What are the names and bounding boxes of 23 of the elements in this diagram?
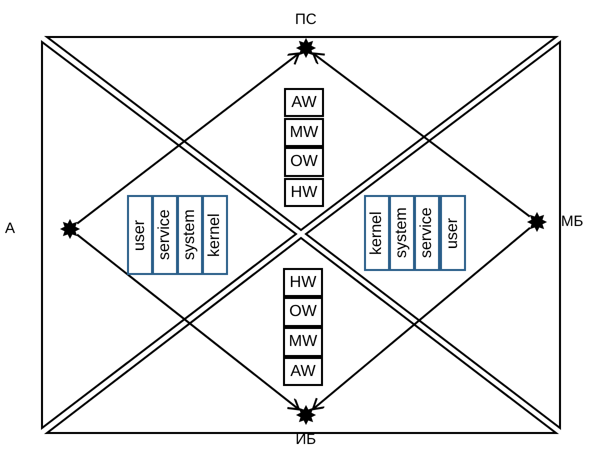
layer-box: user [440, 195, 466, 271]
layer-box: OW [283, 297, 323, 327]
layer-box: service [414, 195, 440, 271]
layer-box: MW [283, 327, 323, 357]
layer-box: system [177, 195, 203, 275]
layer-box: HW [284, 178, 324, 207]
arrow [312, 227, 531, 410]
layer-box: OW [284, 147, 324, 177]
node-label: А [5, 221, 16, 237]
layer-box: service [152, 195, 178, 275]
layer-box: AW [283, 357, 323, 386]
layer-box: user [127, 195, 153, 275]
layer-box: kernel [202, 195, 228, 275]
node-label: ПС [295, 12, 317, 28]
layer-box: system [389, 195, 415, 271]
arrow [76, 52, 300, 224]
layer-box: MW [284, 118, 324, 147]
layer-box: HW [283, 268, 323, 297]
layer-box: AW [284, 88, 324, 117]
layer-box: kernel [364, 195, 390, 271]
node-label: МБ [561, 214, 584, 230]
arrow [312, 52, 530, 218]
arrow [76, 234, 300, 410]
